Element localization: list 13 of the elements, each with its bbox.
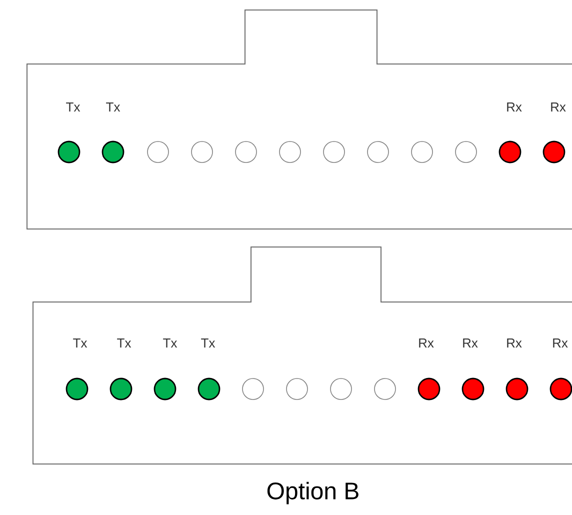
- pin-label: Rx: [507, 338, 522, 348]
- pin-label: Rx: [551, 102, 566, 112]
- pin-label: Tx: [201, 338, 216, 348]
- pin-label: Tx: [163, 338, 178, 348]
- pin-label: Tx: [117, 338, 132, 348]
- pin-label: Rx: [553, 338, 568, 348]
- pin-label: Rx: [507, 102, 522, 112]
- pin-label: Rx: [463, 338, 478, 348]
- pin-label: Tx: [73, 338, 88, 348]
- pin-label: Tx: [66, 102, 80, 112]
- caption: Option B: [267, 482, 358, 504]
- pin-label: Tx: [106, 102, 120, 112]
- pin-label: Rx: [419, 338, 434, 348]
